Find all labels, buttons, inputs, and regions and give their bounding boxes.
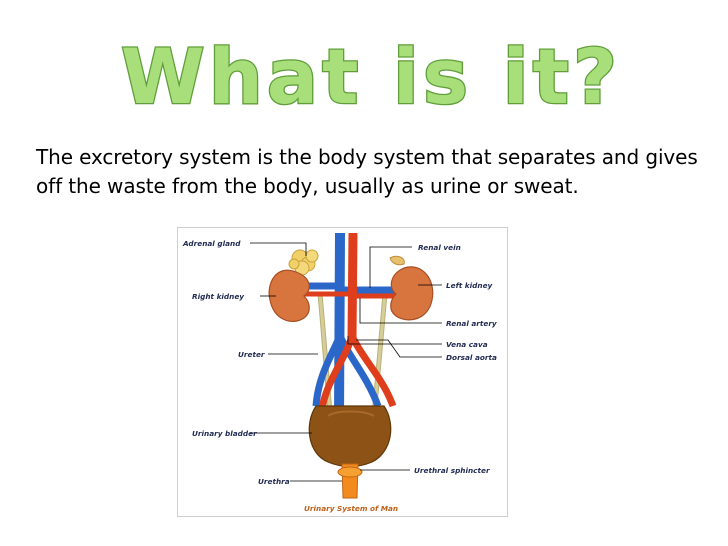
label-adrenal-gland: Adrenal gland	[182, 239, 241, 248]
dorsal-aorta	[347, 232, 358, 339]
left-kidney	[390, 266, 434, 321]
label-dorsal-aorta: Dorsal aorta	[446, 353, 497, 362]
vena-cava	[334, 232, 345, 419]
urinary-bladder	[308, 405, 392, 468]
label-renal-vein: Renal vein	[418, 243, 461, 252]
label-left-kidney: Left kidney	[446, 281, 494, 290]
urinary-system-illustration: Adrenal gland Right kidney Ureter Urinar…	[182, 232, 498, 513]
diagram-caption: Urinary System of Man	[304, 504, 398, 513]
adrenal-gland	[288, 249, 319, 276]
label-right-kidney: Right kidney	[192, 292, 245, 301]
label-vena-cava: Vena cava	[446, 340, 488, 349]
right-kidney	[268, 269, 310, 322]
urethral-sphincter	[337, 466, 363, 478]
body-paragraph: The excretory system is the body system …	[36, 145, 698, 198]
label-urethra: Urethra	[258, 477, 290, 486]
urinary-system-diagram: Adrenal gland Right kidney Ureter Urinar…	[177, 227, 508, 517]
label-urethral-sphincter: Urethral sphincter	[414, 466, 490, 475]
label-urinary-bladder: Urinary bladder	[192, 429, 257, 438]
page-title: What is it?	[121, 32, 621, 121]
label-renal-artery: Renal artery	[446, 319, 498, 328]
label-ureter: Ureter	[238, 350, 265, 359]
title-container: What is it?	[120, 31, 621, 123]
